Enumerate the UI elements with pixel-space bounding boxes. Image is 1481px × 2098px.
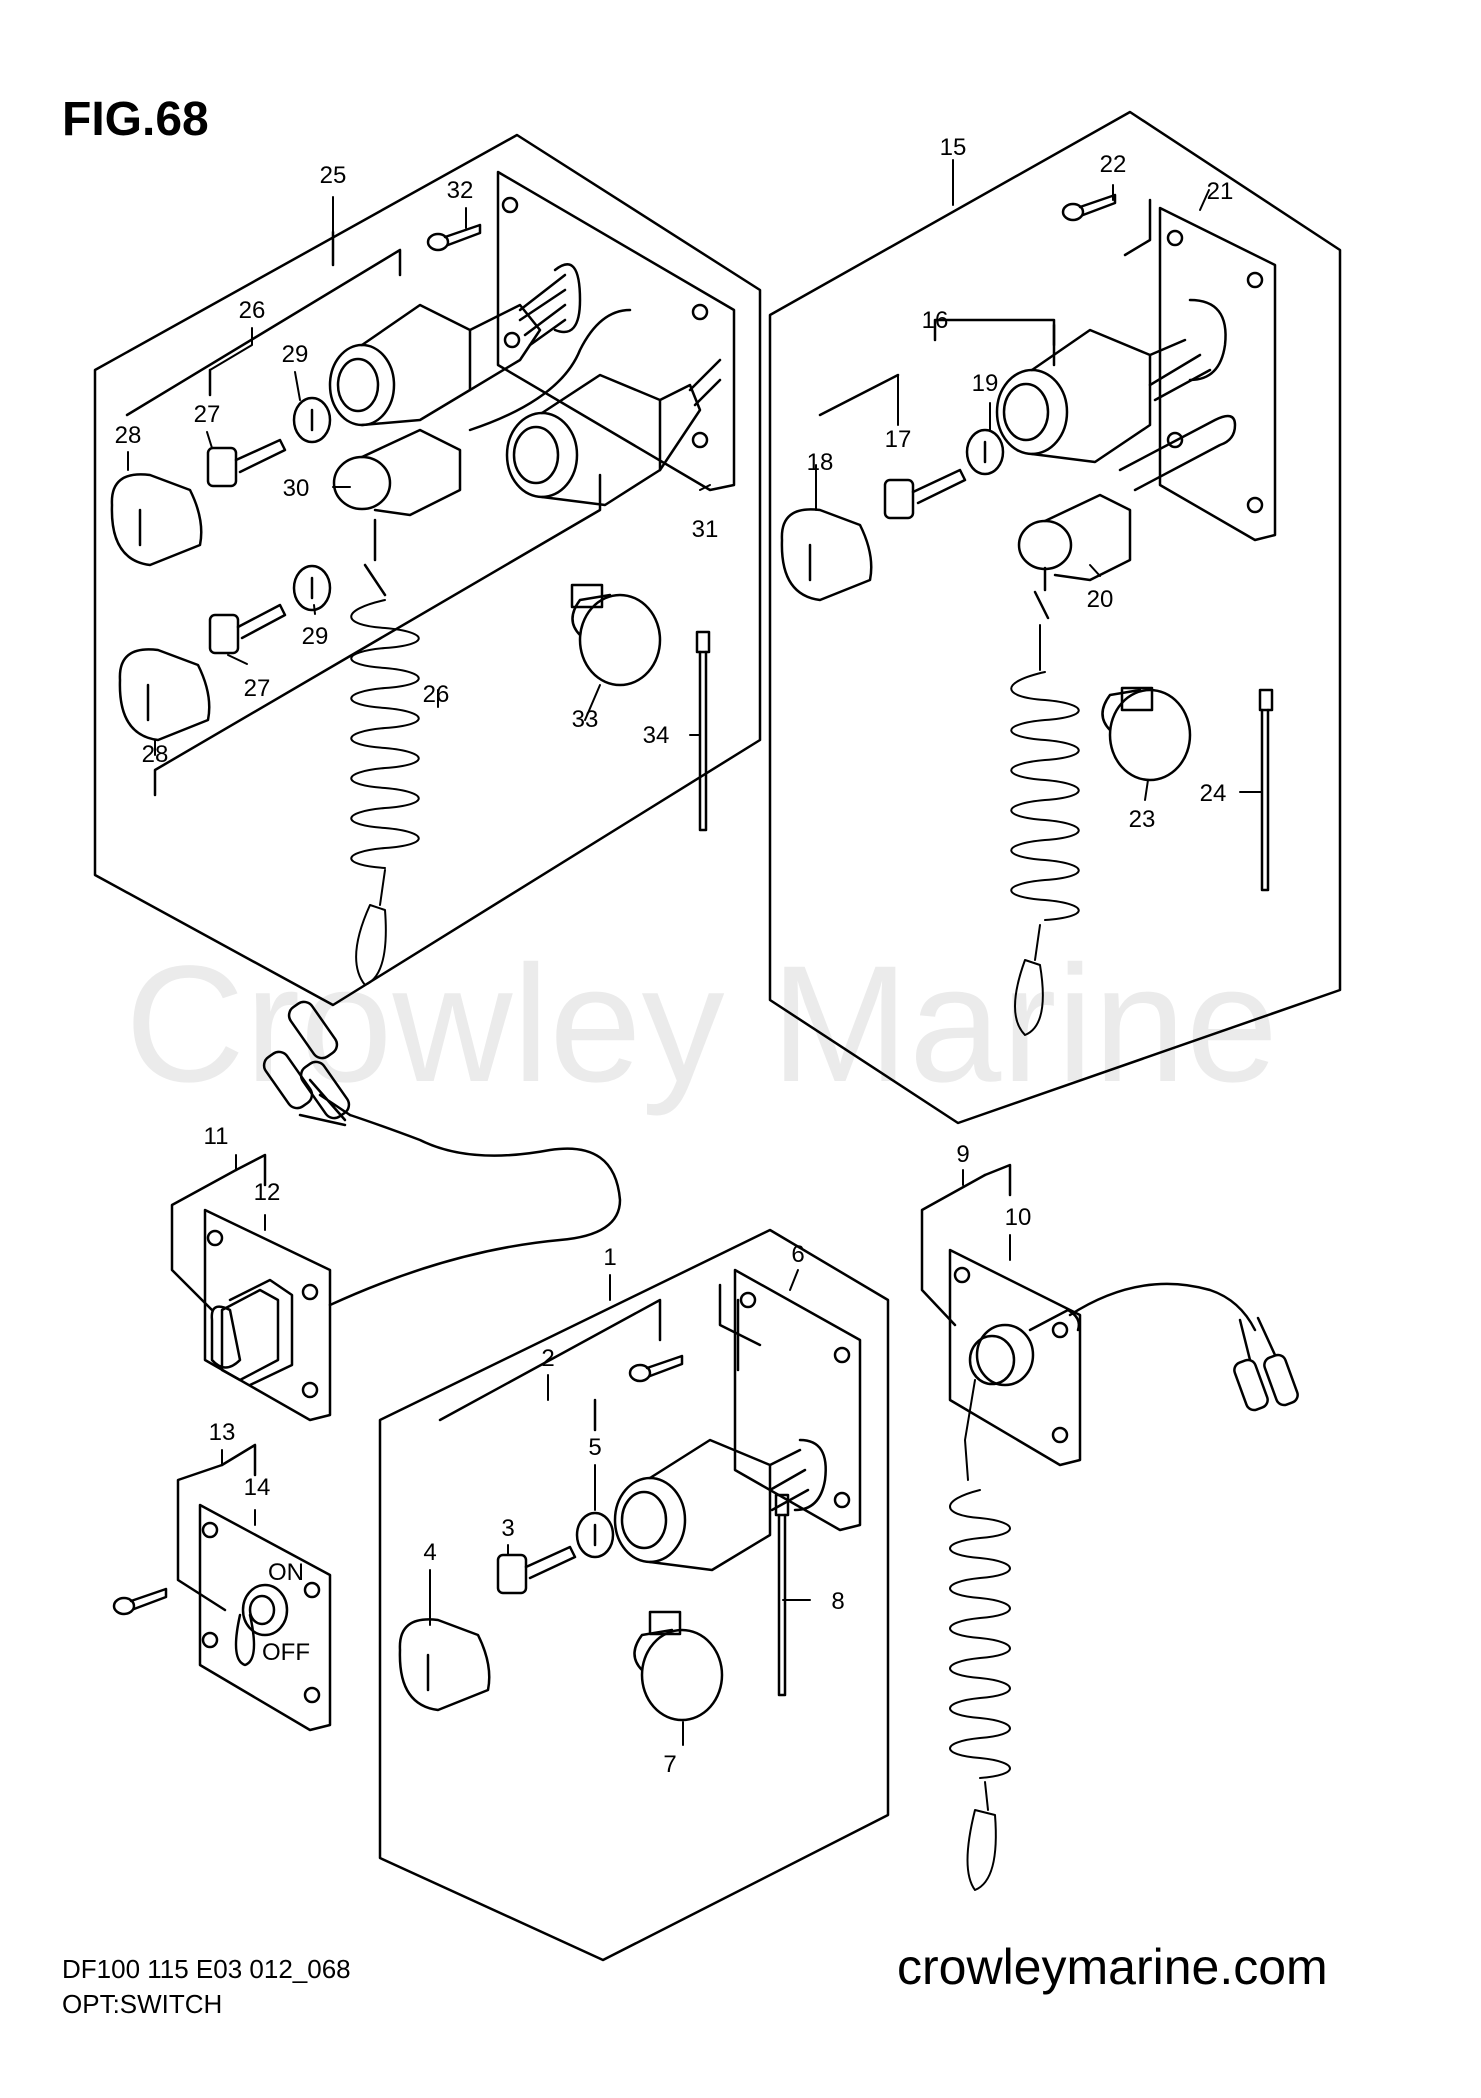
figure-title: FIG.68	[62, 93, 209, 146]
callout-26-top: 26	[239, 297, 266, 324]
harness-cable	[468, 308, 632, 432]
callout-2: 2	[541, 1345, 554, 1372]
callout-32: 32	[447, 177, 474, 204]
callout-6: 6	[791, 1241, 804, 1268]
callout-3: 3	[501, 1515, 514, 1542]
callout-27-bottom: 27	[244, 675, 271, 702]
assembly-9-bracket	[920, 1163, 1012, 1327]
assembly-15-panel	[768, 110, 1342, 1125]
mounting-plate-21	[1123, 198, 1277, 542]
stop-switch-20	[1017, 493, 1132, 620]
footer-model-line: DF100 115 E03 012_068	[62, 1954, 351, 1984]
callout-22: 22	[1100, 151, 1127, 178]
buzzer-7	[633, 1610, 724, 1722]
callout-29-bottom: 29	[302, 623, 329, 650]
spacer-29-upper	[292, 396, 332, 444]
callout-17: 17	[885, 426, 912, 453]
panel-12	[203, 1208, 332, 1422]
coiled-lanyard-left	[350, 599, 420, 986]
harness-cable-15	[1118, 414, 1237, 492]
callout-10: 10	[1005, 1204, 1032, 1231]
spacer-19	[965, 428, 1005, 476]
callout-27-top: 27	[194, 401, 221, 428]
mounting-plate-31	[496, 170, 736, 492]
callout-34: 34	[643, 722, 670, 749]
cable-tie-24	[1258, 688, 1274, 892]
assembly-1-panel	[378, 1228, 890, 1962]
callout-24: 24	[1200, 780, 1227, 807]
screw-22	[1061, 193, 1117, 222]
assembly-13-bracket	[176, 1443, 257, 1612]
callout-33: 33	[572, 706, 599, 733]
trim-connectors	[262, 1000, 352, 1127]
cover-28-lower	[118, 648, 211, 742]
callout-20: 20	[1087, 586, 1114, 613]
callout-26-mid: 26	[423, 681, 450, 708]
coiled-lanyard-right	[1010, 624, 1080, 1036]
callout-30: 30	[283, 475, 310, 502]
assembly-25-panel	[93, 133, 762, 1007]
footer-section: OPT:SWITCH	[62, 1989, 223, 2019]
watermark: Crowley Marine	[125, 932, 1279, 1117]
callout-21: 21	[1207, 178, 1234, 205]
callout-31: 31	[692, 516, 719, 543]
callout-8: 8	[831, 1588, 844, 1615]
screw-32	[426, 223, 482, 252]
switch-off-mark: OFF	[262, 1639, 310, 1666]
screw-1	[628, 1354, 684, 1383]
callout-1: 1	[603, 1244, 616, 1271]
screw-13	[112, 1587, 168, 1616]
buzzer-33	[570, 583, 662, 687]
cable-tie-8	[774, 1493, 790, 1697]
key-27-upper	[206, 438, 287, 488]
callout-7: 7	[663, 1751, 676, 1778]
callout-4: 4	[423, 1539, 436, 1566]
callout-13: 13	[209, 1419, 236, 1446]
callout-12: 12	[254, 1179, 281, 1206]
spacer-29-lower	[292, 564, 332, 612]
callout-19: 19	[972, 370, 999, 397]
callout-28-top: 28	[115, 422, 142, 449]
footer-site-url[interactable]: crowleymarine.com	[897, 1939, 1328, 1995]
cover-4	[398, 1618, 491, 1712]
callout-25: 25	[320, 162, 347, 189]
key-17	[883, 468, 967, 520]
mounting-plate-6	[718, 1268, 862, 1532]
callout-labels: 25 32 26 29 27 28 30 31 29 27 26 26 33 3…	[115, 134, 1234, 1778]
callout-15: 15	[940, 134, 967, 161]
callout-23: 23	[1129, 806, 1156, 833]
key-3	[496, 1545, 577, 1595]
cable-tie-34	[695, 630, 711, 832]
stop-switch-connectors	[1233, 1316, 1299, 1412]
coiled-lanyard-lower	[949, 1379, 1011, 1891]
callout-9: 9	[956, 1141, 969, 1168]
cover-28-upper	[110, 473, 203, 567]
callout-16: 16	[922, 307, 949, 334]
key-27-lower	[208, 603, 287, 655]
assembly-11-bracket	[170, 1153, 267, 1312]
key-switch-15	[995, 298, 1227, 464]
cover-18	[780, 508, 873, 602]
panel-10	[948, 1248, 1082, 1467]
key-switch-upper	[328, 263, 582, 427]
spacer-5	[575, 1511, 615, 1559]
key-switch-1	[613, 1438, 827, 1572]
leader-lines	[127, 159, 1263, 1746]
trim-cable	[328, 1113, 622, 1307]
callout-18: 18	[807, 449, 834, 476]
buzzer-23	[1101, 686, 1192, 782]
callout-14: 14	[244, 1474, 271, 1501]
callout-28-bottom: 28	[142, 741, 169, 768]
key-switch-lower	[505, 358, 722, 507]
callout-5: 5	[588, 1434, 601, 1461]
stop-switch-30	[332, 428, 462, 597]
stop-switch-cable	[1068, 1282, 1257, 1332]
panel-14	[198, 1503, 332, 1732]
callout-11: 11	[204, 1123, 229, 1150]
switch-on-mark: ON	[268, 1559, 304, 1586]
callout-29-top: 29	[282, 341, 309, 368]
